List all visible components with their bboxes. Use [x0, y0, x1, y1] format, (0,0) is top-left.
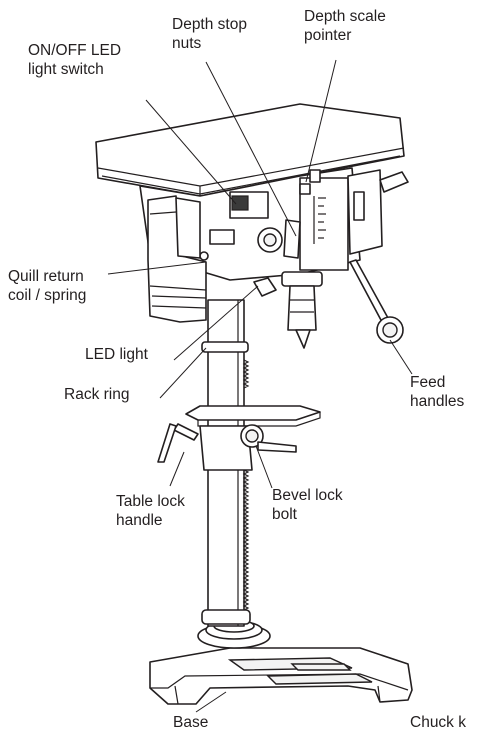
leader-lines: [107, 59, 413, 713]
label-led-light: LED light: [85, 346, 148, 363]
label-chuck-key: Chuck k: [410, 714, 466, 731]
label-quill-return-spring: Quill return coil / spring: [8, 268, 87, 304]
label-base: Base: [173, 714, 209, 731]
label-rack-ring: Rack ring: [64, 386, 130, 403]
label-table-lock-handle: Table lock handle: [116, 493, 185, 529]
label-bevel-lock-bolt: Bevel lock bolt: [272, 487, 343, 523]
motor-part: [147, 195, 207, 323]
base-part: [149, 619, 413, 705]
chuck-part: [253, 271, 323, 349]
feed-handle-part: [349, 259, 404, 344]
label-feed-handles: Feed handles: [410, 374, 465, 410]
label-onoff-led-switch: ON/OFF LED light switch: [28, 42, 122, 78]
head-part: [95, 103, 409, 281]
table-part: [157, 405, 321, 471]
label-depth-scale-pointer: Depth scale pointer: [304, 8, 386, 44]
label-depth-stop-nuts: Depth stop nuts: [172, 16, 247, 52]
